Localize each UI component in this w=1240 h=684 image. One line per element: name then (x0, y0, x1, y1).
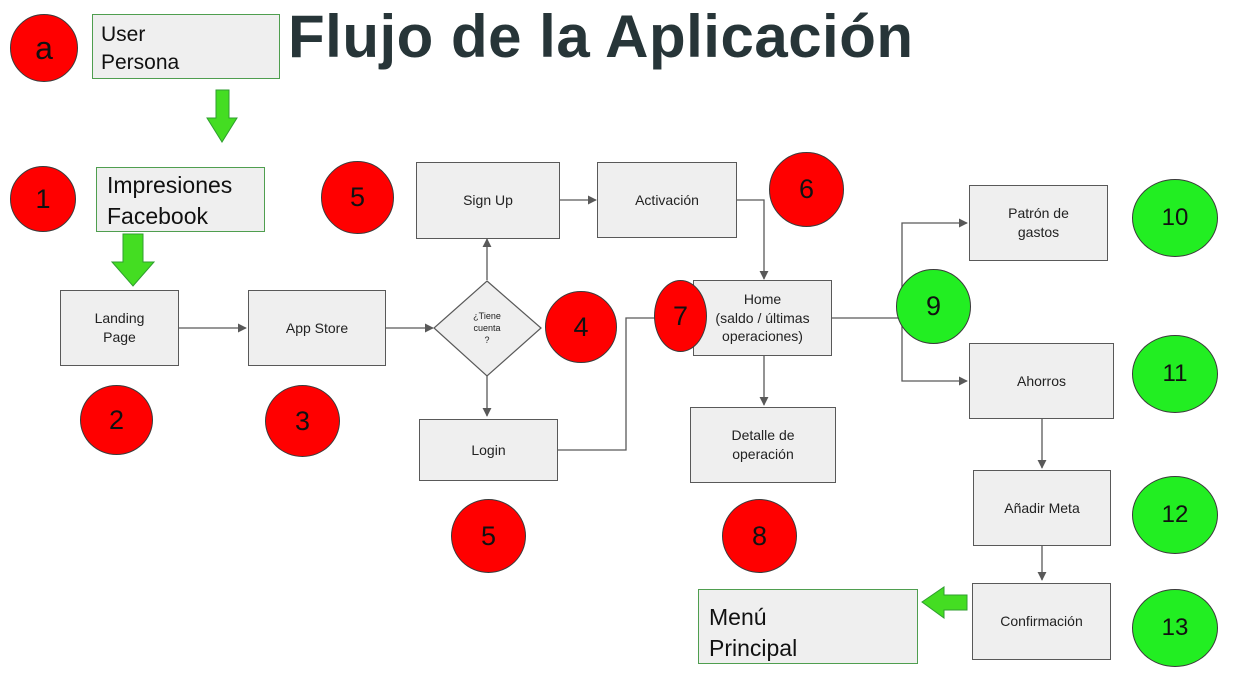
anadir-meta-node: Añadir Meta (973, 470, 1111, 546)
marker-10: 10 (1132, 179, 1218, 257)
arrow-activacion-home (737, 199, 769, 280)
marker-13: 13 (1132, 589, 1218, 667)
confirmacion-node: Confirmación (972, 583, 1111, 660)
impresiones-facebook-note: Impresiones Facebook (96, 167, 265, 232)
sign-up-node: Sign Up (416, 162, 560, 239)
marker-5-signup: 5 (321, 161, 394, 234)
marker-5-login: 5 (451, 499, 526, 573)
landing-page-node: Landing Page (60, 290, 179, 366)
marker-11: 11 (1132, 335, 1218, 413)
patron-gastos-node: Patrón de gastos (969, 185, 1108, 261)
detalle-operacion-node: Detalle de operación (690, 407, 836, 483)
green-arrow-confirmacion-to-menu (921, 586, 968, 619)
marker-3: 3 (265, 385, 340, 457)
activacion-node: Activación (597, 162, 737, 238)
green-arrow-impresiones-to-landing (110, 233, 156, 287)
page-title: Flujo de la Aplicación (288, 3, 914, 70)
user-persona-note: User Persona (92, 14, 280, 79)
tiene-cuenta-decision-label: ¿Tiene cuenta ? (473, 311, 501, 346)
green-arrow-persona-to-impresiones (206, 89, 238, 143)
ahorros-node: Ahorros (969, 343, 1114, 419)
arrow-branch-ahorros (901, 318, 968, 386)
menu-principal-note: Menú Principal (698, 589, 918, 664)
marker-6: 6 (769, 152, 844, 227)
marker-8: 8 (722, 499, 797, 573)
marker-9: 9 (896, 269, 971, 344)
marker-a: a (10, 14, 78, 82)
marker-1: 1 (10, 166, 76, 232)
app-store-node: App Store (248, 290, 386, 366)
login-node: Login (419, 419, 558, 481)
marker-12: 12 (1132, 476, 1218, 554)
decision-diamond-shape (433, 280, 542, 377)
marker-4: 4 (545, 291, 617, 363)
home-node: Home (saldo / últimas operaciones) (693, 280, 832, 356)
marker-7: 7 (654, 280, 707, 352)
marker-2: 2 (80, 385, 153, 455)
